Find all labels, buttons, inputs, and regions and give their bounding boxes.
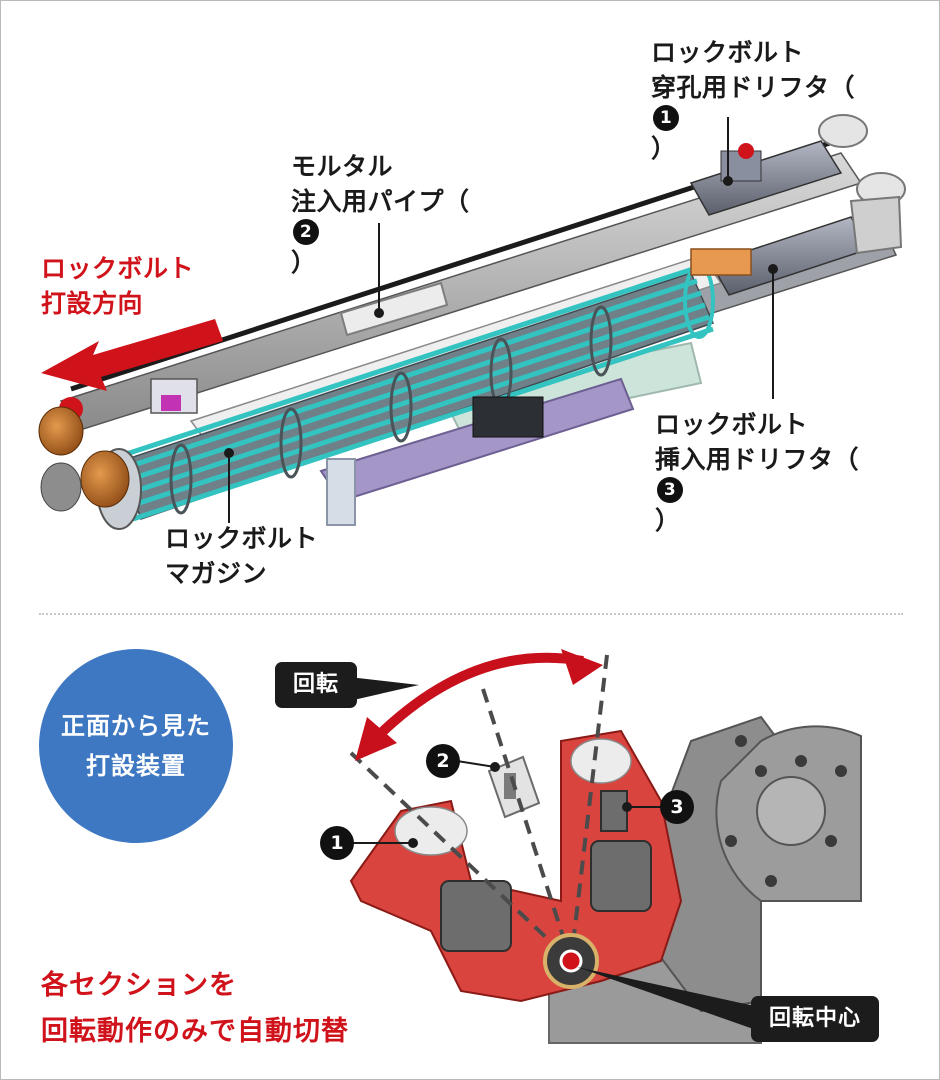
rotation-center-tag: 回転中心 xyxy=(751,996,880,1042)
mortar-pipe-box xyxy=(339,281,449,337)
base-block xyxy=(548,929,762,1044)
leader-lines xyxy=(224,117,778,523)
label-magazine: ロックボルト マガジン xyxy=(165,524,319,588)
bottom-caption: 各セクションを 回転動作のみで自動切替 xyxy=(41,970,349,1047)
grey-arm xyxy=(639,715,803,1013)
rotation-arrowhead-left xyxy=(355,717,397,761)
bolter-illustration xyxy=(38,114,906,530)
section-divider xyxy=(39,613,903,615)
front-mechanism xyxy=(38,378,544,512)
marker-2: 2 xyxy=(436,750,450,772)
front-view-badge: 正面から見た 打設装置 xyxy=(39,649,233,843)
marker-3: 3 xyxy=(670,796,684,818)
center-tag-pointer xyxy=(577,967,759,1031)
marker-leaders xyxy=(351,760,665,848)
marker-1: 1 xyxy=(330,832,344,854)
clamp-units xyxy=(440,790,652,952)
mortar-unit-slot xyxy=(504,773,516,799)
direction-arrow xyxy=(41,319,223,391)
rotation-tag: 回転 xyxy=(275,662,358,708)
marker-circles xyxy=(320,744,694,860)
rotation-arc xyxy=(367,652,584,747)
label-insert-drifter: ロックボルト 挿入用ドリフタ（3） xyxy=(655,410,860,535)
label-mortar-pipe: モルタル 注入用パイプ（2） xyxy=(291,152,470,277)
support-leg xyxy=(326,458,356,526)
rotation-arrowhead-right xyxy=(561,649,603,685)
rotation-center-outer xyxy=(543,933,599,989)
rotation-axes xyxy=(349,654,609,963)
rotary-body xyxy=(349,729,683,1003)
wheel-hub xyxy=(756,776,826,846)
rear-clamps xyxy=(818,114,906,255)
rotation-center-dot xyxy=(559,949,583,973)
label-drill-drifter: ロックボルト 穿孔用ドリフタ（1） xyxy=(651,38,856,163)
mortar-unit xyxy=(487,755,541,819)
wheel-bolts xyxy=(725,735,847,887)
rotation-tag-pointer xyxy=(349,677,419,701)
magazine-wheel xyxy=(715,725,862,902)
label-direction: ロックボルト 打設方向 xyxy=(41,254,195,318)
